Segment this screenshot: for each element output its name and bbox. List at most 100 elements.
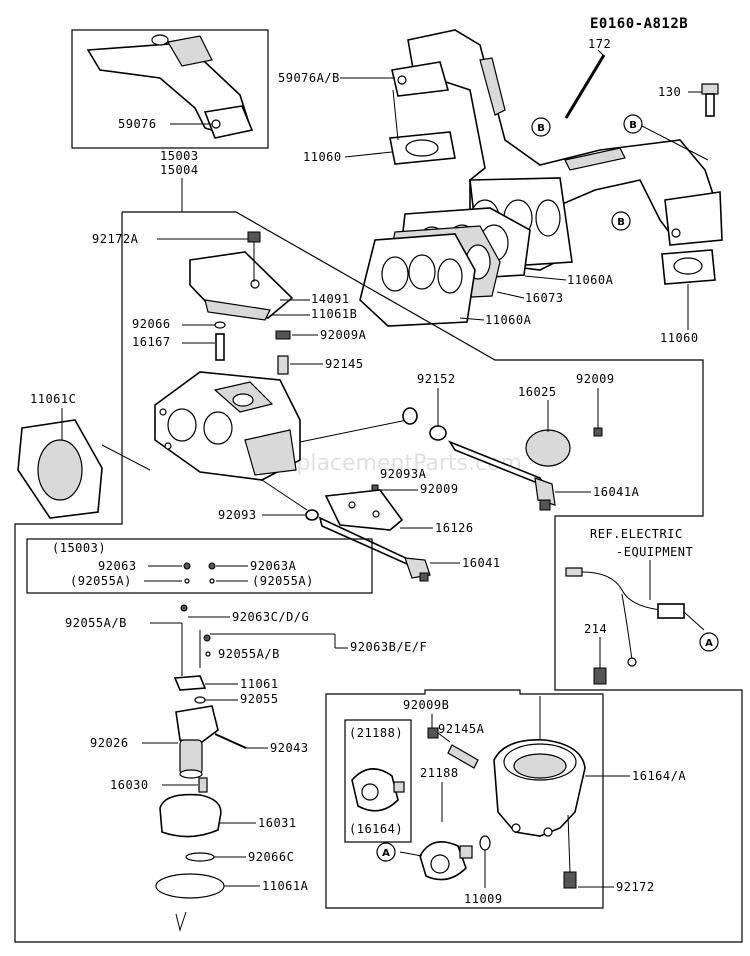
- label-92093a: 92093A: [380, 467, 427, 481]
- label-92145a: 92145A: [438, 722, 485, 736]
- carb-main-92026: [175, 705, 219, 779]
- label-16126: 16126: [435, 521, 474, 535]
- callout-b-1: B: [531, 117, 551, 137]
- seal-92093: [305, 509, 319, 521]
- label-92026: 92026: [90, 736, 129, 750]
- label-11061c: 11061C: [30, 392, 76, 406]
- stud-172: [564, 54, 606, 119]
- gasket-11061: [173, 675, 207, 691]
- svg-text:B: B: [617, 217, 625, 228]
- svg-text:B: B: [629, 120, 637, 131]
- label-14091: 14091: [311, 292, 350, 306]
- throttle-plate-16025: [525, 429, 571, 467]
- label-92145: 92145: [325, 357, 364, 371]
- label-15003: 15003: [160, 149, 199, 163]
- label-11009: 11009: [464, 892, 503, 906]
- label-92043: 92043: [270, 741, 309, 755]
- shaft-16041a: [448, 440, 556, 511]
- label-11061b: 11061B: [311, 307, 357, 321]
- label-92009-mid: 92009: [420, 482, 459, 496]
- label-130: 130: [658, 85, 681, 99]
- plate-16126: [324, 489, 404, 531]
- carburetor-body: [154, 371, 301, 481]
- label-ref-electric-2: -EQUIPMENT: [616, 545, 693, 559]
- label-16041: 16041: [462, 556, 501, 570]
- screw-92043: [214, 733, 247, 749]
- jet-92063bef: [203, 634, 211, 642]
- label-16030: 16030: [110, 778, 149, 792]
- callout-b-2: B: [623, 114, 643, 134]
- throttle-body-frame: [325, 689, 604, 909]
- gasket-11061a: [155, 873, 225, 899]
- label-21188-paren: (21188): [349, 726, 403, 740]
- oring-92066c: [185, 852, 215, 862]
- label-92063cdg: 92063C/D/G: [232, 610, 309, 624]
- seal-92152: [429, 425, 447, 441]
- screw-92009a: [275, 330, 291, 340]
- label-16073: 16073: [525, 291, 564, 305]
- label-11060-right: 11060: [660, 331, 699, 345]
- oring-92055: [194, 696, 206, 704]
- label-214: 214: [584, 622, 607, 636]
- label-92066c: 92066C: [248, 850, 294, 864]
- label-92055a-paren: (92055A): [70, 574, 132, 588]
- screw-92009b: [427, 727, 439, 739]
- callout-b-3: B: [611, 211, 631, 231]
- float-16031: [159, 793, 222, 838]
- bolt-130: [701, 83, 719, 117]
- reference-code: E0160-A812B: [590, 16, 688, 32]
- washer-92152-left: [402, 407, 418, 425]
- solenoid-21188: [419, 840, 473, 881]
- label-92055ab: 92055A/B: [65, 616, 127, 630]
- svg-text:A: A: [705, 638, 713, 649]
- label-15004: 15004: [160, 163, 199, 177]
- label-16025: 16025: [518, 385, 557, 399]
- label-92009b: 92009B: [403, 698, 449, 712]
- throttle-body-16164: [493, 739, 586, 837]
- label-21188: 21188: [420, 766, 459, 780]
- label-92055: 92055: [240, 692, 279, 706]
- label-11061a: 11061A: [262, 879, 309, 893]
- svg-text:B: B: [537, 123, 545, 134]
- screw-92009: [593, 427, 603, 437]
- label-92152: 92152: [417, 372, 456, 386]
- jet-92063cdg: [180, 604, 188, 612]
- label-11061: 11061: [240, 677, 279, 691]
- needle-16030: [198, 777, 208, 793]
- label-92093: 92093: [218, 508, 257, 522]
- label-92066: 92066: [132, 317, 171, 331]
- carburetor-frame: [14, 211, 743, 943]
- callout-a-1: A: [699, 632, 719, 652]
- inset-59076: [71, 29, 269, 149]
- screw-92172: [563, 871, 577, 889]
- label-11060a-1: 11060A: [567, 273, 614, 287]
- bolt-214: [593, 667, 607, 685]
- label-16031: 16031: [258, 816, 297, 830]
- label-59076ab: 59076A/B: [278, 71, 340, 85]
- label-16164a: 16164/A: [632, 769, 686, 783]
- label-16041a: 16041A: [593, 485, 640, 499]
- inset-21188: [344, 719, 412, 843]
- label-92172a: 92172A: [92, 232, 139, 246]
- label-92009a: 92009A: [320, 328, 367, 342]
- label-92055a-paren2: (92055A): [252, 574, 314, 588]
- oring-11009: [479, 835, 491, 851]
- label-11060a-2: 11060A: [485, 313, 532, 327]
- callout-a-2: A: [376, 842, 396, 862]
- svg-text:A: A: [382, 848, 390, 859]
- gasket-stack: [359, 207, 531, 327]
- spring-92145a: [447, 744, 479, 769]
- label-16164-paren: (16164): [349, 822, 403, 836]
- label-92055ab-2: 92055A/B: [218, 647, 280, 661]
- wire-harness: [565, 567, 685, 667]
- kit-15003-box: [26, 538, 373, 594]
- label-59076: 59076: [118, 117, 157, 131]
- spring-92145: [277, 355, 289, 375]
- label-92172: 92172: [616, 880, 655, 894]
- label-92063bef: 92063B/E/F: [350, 640, 427, 654]
- label-92063: 92063: [98, 559, 137, 573]
- label-ref-electric-1: REF.ELECTRIC: [590, 527, 683, 541]
- label-92063a: 92063A: [250, 559, 297, 573]
- label-11060-top: 11060: [303, 150, 342, 164]
